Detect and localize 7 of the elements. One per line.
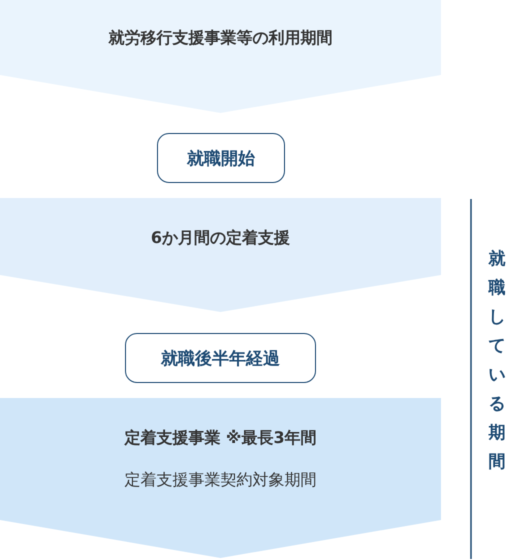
- vertical-label: 就職している期間: [487, 248, 506, 474]
- band-title: 就労移行支援事業等の利用期間: [107, 28, 334, 49]
- milestone-pill: 就職開始: [157, 133, 285, 183]
- band-title: 6か月間の定着支援: [150, 228, 292, 249]
- milestone-pill: 就職後半年経過: [125, 333, 316, 383]
- band-text: 定着支援事業契約対象期間: [124, 470, 318, 491]
- band-title: 定着支援事業 ※最長3年間: [123, 428, 318, 449]
